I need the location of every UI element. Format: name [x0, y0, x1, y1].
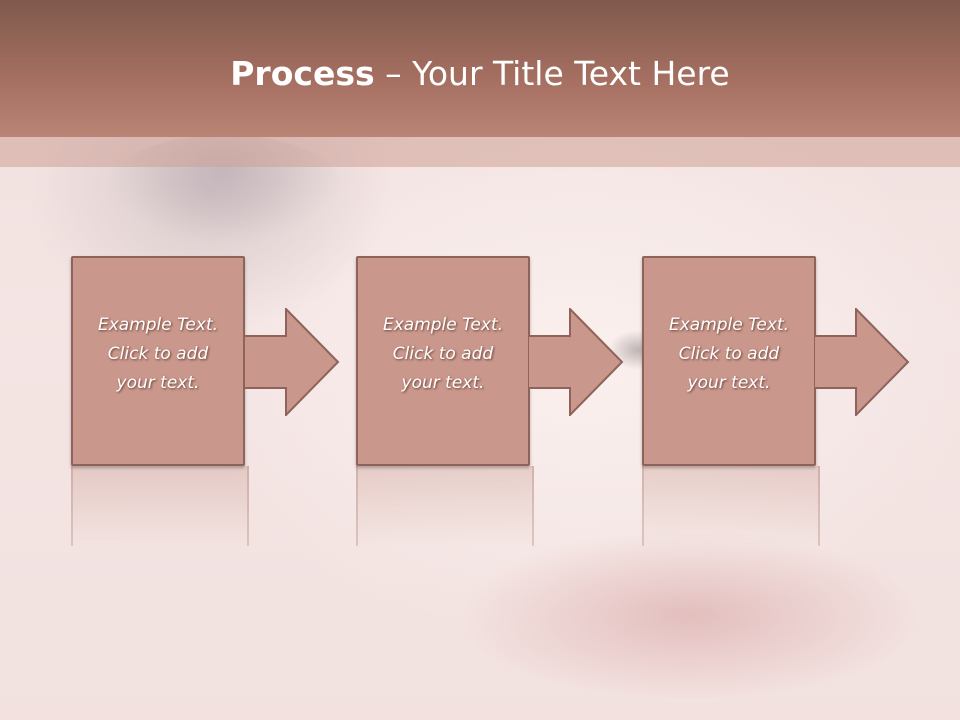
- step-text-line: Click to add: [107, 344, 209, 364]
- slide-title[interactable]: Process – Your Title Text Here: [0, 52, 960, 96]
- step-text[interactable]: Example Text. Click to add your text.: [356, 311, 530, 398]
- step-text-line: your text.: [687, 373, 771, 393]
- process-step-2[interactable]: Example Text. Click to add your text.: [356, 256, 530, 466]
- step-box: [71, 256, 245, 466]
- step-text-line: your text.: [401, 373, 485, 393]
- step-reflection: [356, 466, 534, 546]
- title-bar-band: [0, 137, 960, 167]
- process-step-1[interactable]: Example Text. Click to add your text.: [71, 256, 245, 466]
- step-box: [642, 256, 816, 466]
- step-text-line: your text.: [116, 373, 200, 393]
- step-text-line: Example Text.: [382, 315, 504, 335]
- step-text[interactable]: Example Text. Click to add your text.: [71, 311, 245, 398]
- step-reflection: [642, 466, 820, 546]
- step-box: [356, 256, 530, 466]
- title-bar: [0, 0, 960, 137]
- title-bold: Process: [230, 54, 375, 93]
- process-step-3[interactable]: Example Text. Click to add your text.: [642, 256, 816, 466]
- right-arrow-icon: [814, 308, 910, 416]
- step-text-line: Click to add: [678, 344, 780, 364]
- step-reflection: [71, 466, 249, 546]
- step-text-line: Click to add: [392, 344, 494, 364]
- step-text-line: Example Text.: [668, 315, 790, 335]
- right-arrow-icon: [528, 308, 624, 416]
- step-text-line: Example Text.: [97, 315, 219, 335]
- title-rest: – Your Title Text Here: [374, 54, 730, 93]
- step-text[interactable]: Example Text. Click to add your text.: [642, 311, 816, 398]
- right-arrow-icon: [244, 308, 340, 416]
